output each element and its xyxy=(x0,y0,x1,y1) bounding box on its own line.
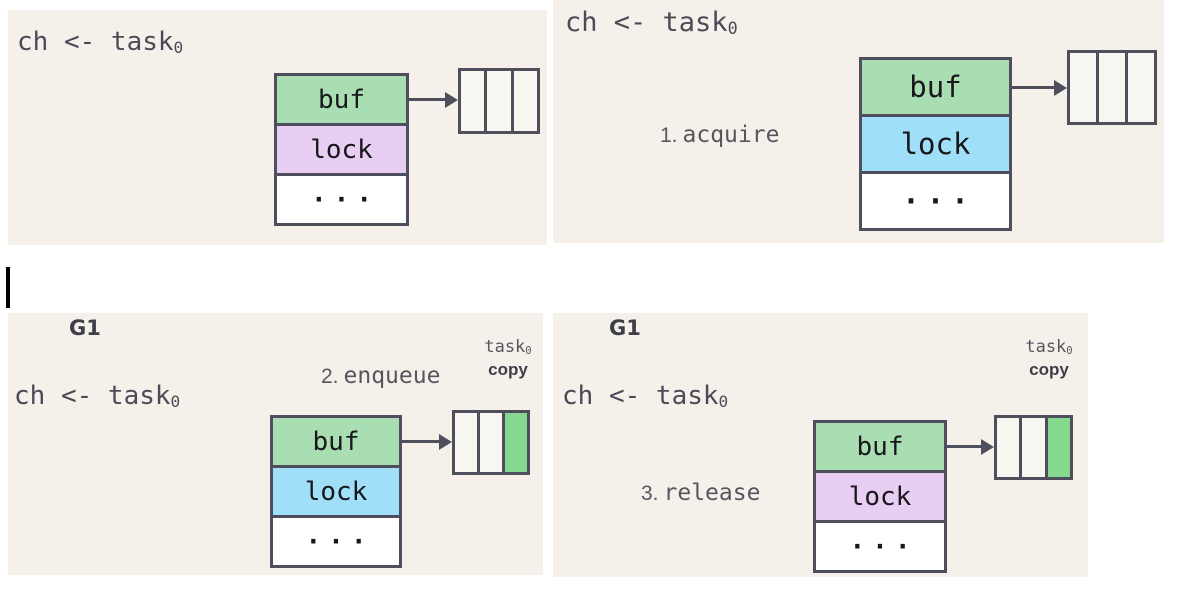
buffer-cell-filled xyxy=(1044,418,1070,477)
buffer-cell-filled xyxy=(502,413,527,472)
task-annotation-line: task0 xyxy=(472,337,544,358)
panel-step1-acquire: ch <- task0 1.acquire buf lock ... xyxy=(553,0,1164,243)
text-cursor-artifact xyxy=(6,267,10,308)
copy-annotation-line: copy xyxy=(1029,359,1069,379)
buffer-cell xyxy=(1070,53,1096,122)
step-number: 2. xyxy=(321,365,339,388)
ring-buffer xyxy=(458,68,540,134)
arrow-line xyxy=(399,440,439,443)
struct-row-lock: lock xyxy=(862,117,1009,174)
ring-buffer xyxy=(994,415,1073,480)
buffer-cell xyxy=(455,413,477,472)
buf-label: buf xyxy=(318,84,365,115)
code-text: ch <- task xyxy=(562,381,719,411)
ring-buffer xyxy=(1067,50,1157,125)
arrow-head-icon xyxy=(439,433,452,450)
buf-pointer-arrow xyxy=(1009,79,1067,96)
panel-initial-state: ch <- task0 buf lock ... xyxy=(8,10,547,245)
buf-label: buf xyxy=(856,431,904,462)
task-subscript: 0 xyxy=(525,344,532,357)
arrow-head-icon xyxy=(445,91,458,108)
step-label: 3.release xyxy=(641,480,760,506)
step-number: 1. xyxy=(660,124,678,147)
buf-pointer-arrow xyxy=(407,91,458,108)
step-label: 2.enqueue xyxy=(321,363,440,389)
task-subscript: 0 xyxy=(1066,344,1073,357)
task-text: task xyxy=(484,337,526,357)
lock-label: lock xyxy=(848,481,912,512)
task-text: task xyxy=(1025,337,1067,357)
channel-struct: buf lock ... xyxy=(859,57,1012,231)
panel-step3-release: G1 ch <- task0 3.release task0 copy buf … xyxy=(553,313,1088,577)
ellipsis-label: ... xyxy=(305,519,374,550)
buffer-cell xyxy=(484,71,511,131)
ellipsis-label: ... xyxy=(311,177,379,208)
buf-label: buf xyxy=(312,426,360,457)
code-text: ch <- task xyxy=(14,381,171,411)
arrow-head-icon xyxy=(981,438,994,455)
buffer-cell xyxy=(477,413,502,472)
struct-row-rest: ... xyxy=(273,518,399,565)
buffer-cell xyxy=(461,71,485,131)
struct-row-buf: buf xyxy=(816,423,944,473)
struct-row-buf: buf xyxy=(273,418,399,468)
panel-step2-enqueue: G1 ch <- task0 2.enqueue task0 copy buf … xyxy=(8,313,543,575)
buffer-cell xyxy=(1125,53,1154,122)
arrow-head-icon xyxy=(1054,79,1067,96)
task-annotation-line: task0 xyxy=(1013,337,1085,358)
code-text: ch <- task xyxy=(17,27,174,57)
goroutine-label: G1 xyxy=(609,316,641,340)
task-copy-annotation: task0 copy xyxy=(472,337,544,379)
ellipsis-label: ... xyxy=(902,176,976,211)
lock-label: lock xyxy=(304,476,368,507)
step-name: enqueue xyxy=(343,363,441,389)
copy-annotation-line: copy xyxy=(488,359,528,379)
channel-struct: buf lock ... xyxy=(813,420,947,573)
code-text: ch <- task xyxy=(565,7,728,38)
struct-row-rest: ... xyxy=(277,176,406,223)
arrow-line xyxy=(944,445,981,448)
step-number: 3. xyxy=(641,482,659,505)
code-label: ch <- task0 xyxy=(562,381,728,411)
buf-label: buf xyxy=(909,70,962,104)
struct-row-buf: buf xyxy=(277,76,406,126)
step-name: acquire xyxy=(682,122,780,148)
arrow-line xyxy=(407,98,445,101)
buffer-cell xyxy=(510,71,537,131)
struct-row-lock: lock xyxy=(816,473,944,523)
buffer-cell xyxy=(997,418,1020,477)
struct-row-lock: lock xyxy=(277,126,406,176)
buf-pointer-arrow xyxy=(944,438,994,455)
struct-row-rest: ... xyxy=(862,174,1009,228)
lock-label: lock xyxy=(900,127,971,161)
struct-row-lock: lock xyxy=(273,468,399,518)
goroutine-label: G1 xyxy=(69,316,101,340)
task-copy-annotation: task0 copy xyxy=(1013,337,1085,379)
code-label: ch <- task0 xyxy=(17,27,183,57)
buffer-cell xyxy=(1019,418,1045,477)
code-subscript: 0 xyxy=(173,37,184,57)
struct-row-rest: ... xyxy=(816,523,944,570)
code-subscript: 0 xyxy=(170,391,181,411)
step-label: 1.acquire xyxy=(660,122,779,148)
lock-label: lock xyxy=(310,134,373,165)
ring-buffer xyxy=(452,410,530,475)
channel-struct: buf lock ... xyxy=(270,415,402,568)
buf-pointer-arrow xyxy=(399,433,452,450)
buffer-cell xyxy=(1096,53,1125,122)
code-subscript: 0 xyxy=(718,391,729,411)
code-label: ch <- task0 xyxy=(14,381,180,411)
arrow-line xyxy=(1009,86,1054,89)
struct-row-buf: buf xyxy=(862,60,1009,117)
ellipsis-label: ... xyxy=(849,524,918,555)
code-subscript: 0 xyxy=(727,18,738,38)
channel-struct: buf lock ... xyxy=(274,73,409,226)
step-name: release xyxy=(663,480,761,506)
code-label: ch <- task0 xyxy=(565,7,738,38)
